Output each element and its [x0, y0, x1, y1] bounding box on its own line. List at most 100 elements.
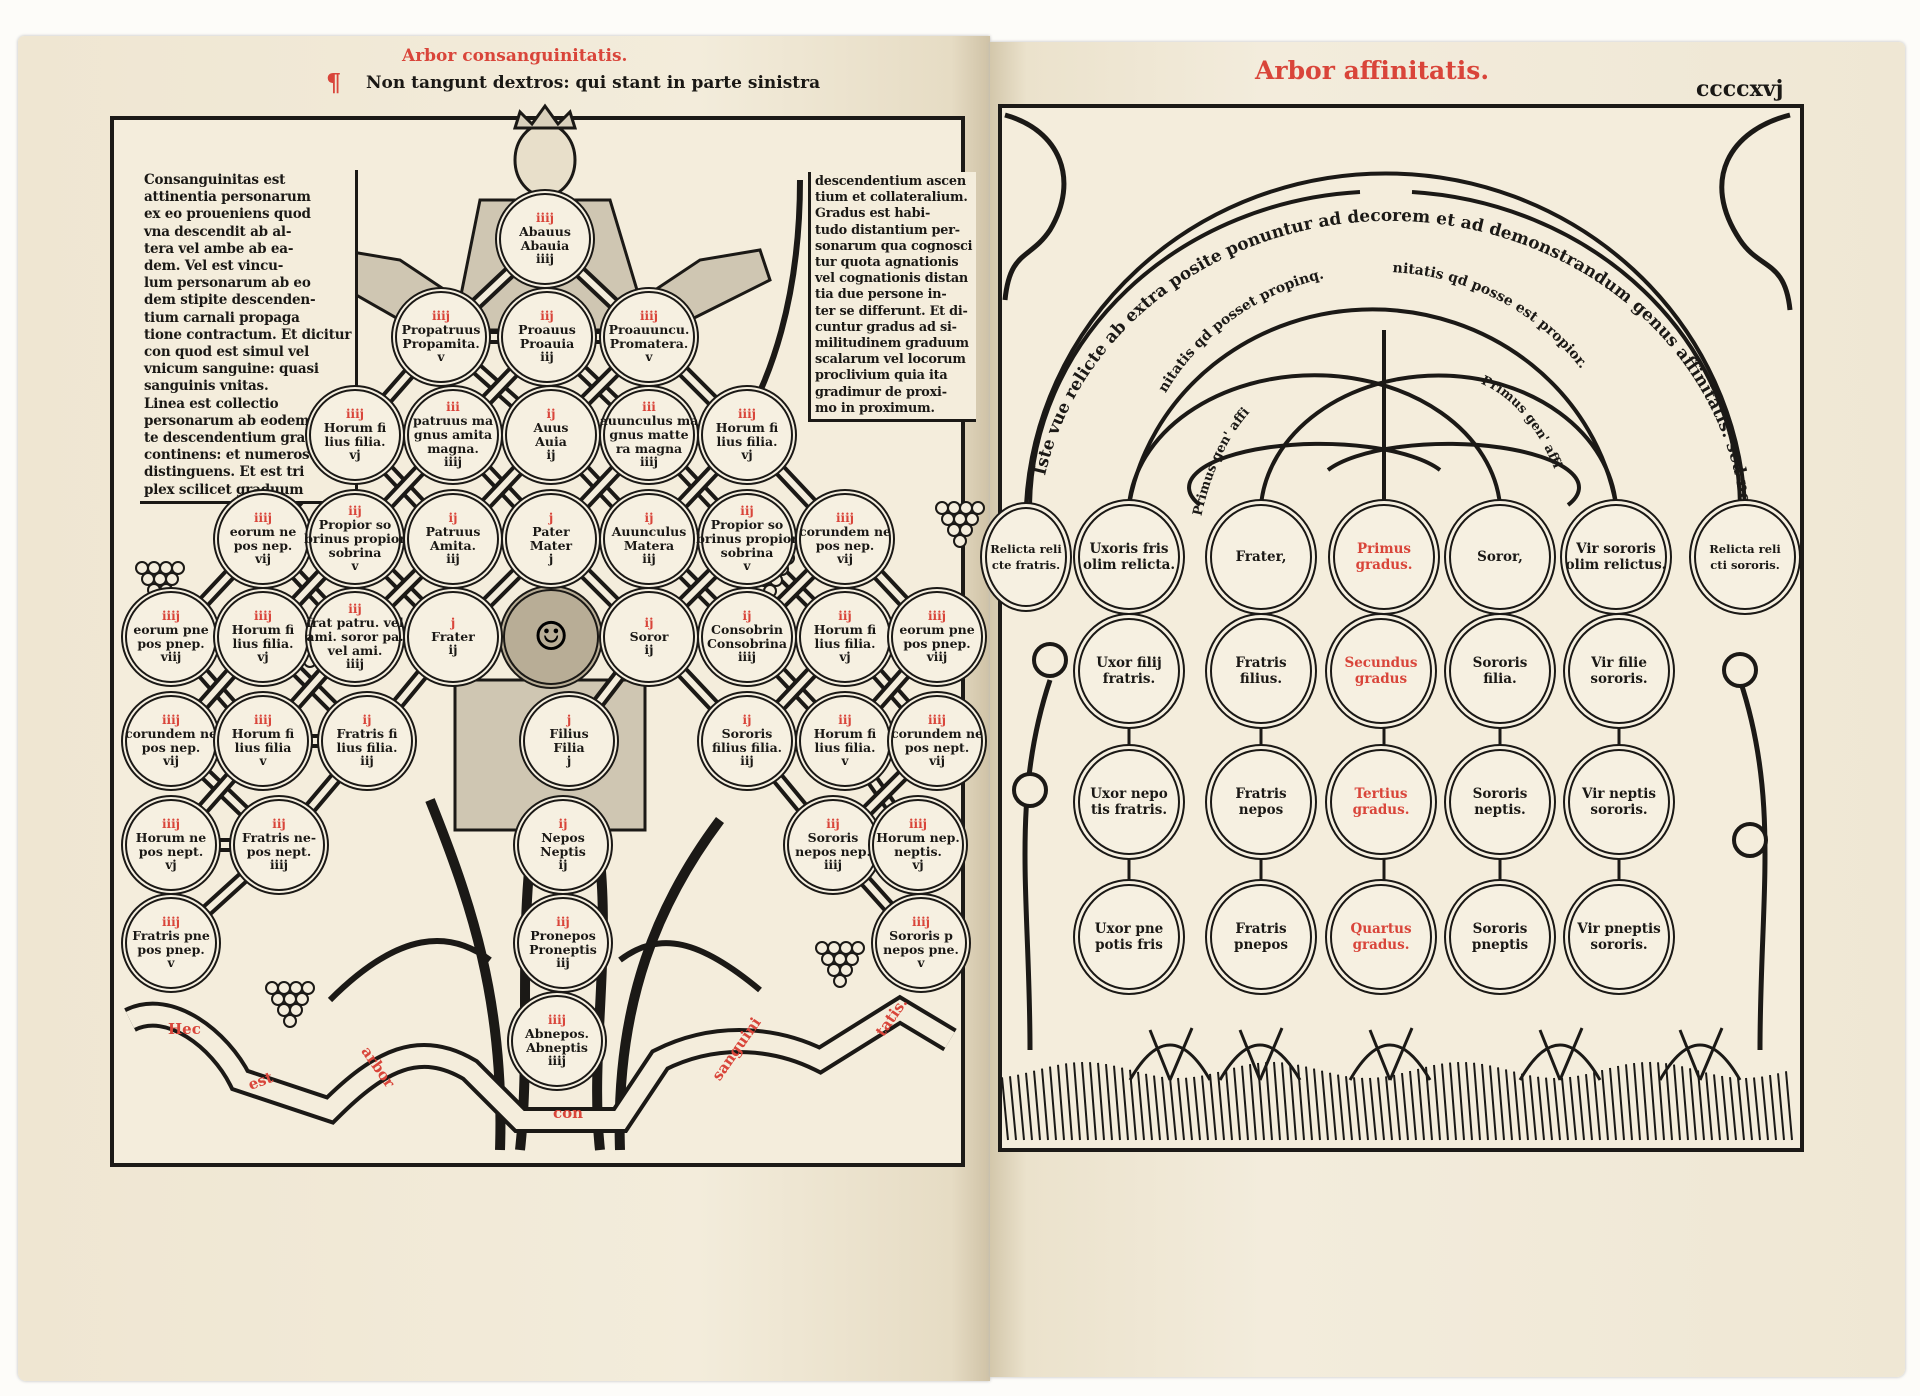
ground-hatching — [1289, 1063, 1297, 1141]
generation-numeral: ij — [742, 713, 752, 727]
ground-hatching — [1665, 1063, 1673, 1141]
face-icon: ☺ — [533, 614, 569, 660]
ground-hatching — [1217, 1071, 1225, 1141]
degree-numeral: iiij — [345, 657, 365, 671]
grape-icon — [953, 534, 967, 548]
ground-hatching — [1561, 1077, 1569, 1141]
affinity-circle: Relicta reli cti sororis. — [1689, 499, 1801, 615]
ground-hatching — [1273, 1061, 1281, 1141]
ground-hatching — [1009, 1076, 1017, 1141]
kin-label: Sororis filius filia. — [711, 726, 783, 755]
generation-numeral: iiij — [927, 713, 947, 727]
degree-numeral: vij — [929, 754, 945, 768]
kin-label: Pronepos Proneptis — [529, 928, 597, 957]
affinity-label: Relicta reli cti sororis. — [1709, 542, 1781, 572]
ground-hatching — [1785, 1071, 1793, 1141]
arc-inner-right-text: Primus gen' affi — [1479, 373, 1565, 470]
degree-numeral: viij — [926, 650, 948, 664]
affinity-circle: Fratris nepos — [1205, 744, 1317, 860]
generation-numeral: iiij — [161, 915, 181, 929]
ground-hatching — [1201, 1075, 1209, 1141]
affinity-circle: Uxor pne potis fris — [1073, 879, 1185, 995]
ground-hatching — [1705, 1072, 1713, 1141]
affinity-arc — [1028, 190, 1742, 506]
ground-hatching — [1497, 1067, 1505, 1141]
grape-icon — [301, 981, 315, 995]
grape-icon — [851, 941, 865, 955]
ground-hatching — [1025, 1072, 1033, 1141]
affinity-arc — [1326, 441, 1581, 507]
ground-hatching — [1545, 1077, 1553, 1141]
degree-numeral: vj — [741, 448, 753, 462]
ground-hatching — [1697, 1070, 1705, 1141]
generation-numeral: iiij — [547, 1013, 567, 1027]
kin-label: Horum fi lius filia. — [323, 420, 387, 449]
ground-hatching — [1577, 1075, 1585, 1141]
degree-numeral: vj — [165, 858, 177, 872]
generation-numeral: iij — [838, 713, 852, 727]
kin-label: Patruus Amita. — [425, 524, 481, 553]
kin-label: Abauus Abauia — [519, 224, 571, 253]
generation-numeral: iij — [348, 504, 362, 518]
grass-tuft — [1348, 1027, 1432, 1081]
grape-icon — [971, 501, 985, 515]
ground-hatching — [1641, 1062, 1649, 1141]
ground-hatching — [1113, 1065, 1121, 1141]
kin-label: Sororis p nepos pne. — [883, 928, 959, 957]
ground-hatching — [1177, 1077, 1185, 1141]
ground-hatching — [1385, 1076, 1393, 1141]
kin-label: Filius Filia — [549, 726, 589, 755]
degree-numeral: vij — [255, 552, 271, 566]
ground-hatching — [1321, 1070, 1329, 1141]
affinity-label: Fratris filius. — [1235, 655, 1287, 687]
ground-hatching — [1001, 1077, 1009, 1141]
degree-numeral: iiij — [535, 252, 555, 266]
kin-label: corundem ne pos nep. — [124, 726, 218, 755]
degree-numeral: iiij — [547, 1054, 567, 1068]
ground-hatching — [1313, 1068, 1321, 1141]
kin-label: Propior so brinus propior sobrina — [304, 517, 406, 560]
generation-numeral: j — [450, 616, 456, 630]
kin-label: Proauus Proauia — [518, 322, 576, 351]
degree-numeral: ij — [546, 448, 556, 462]
ground-hatching — [1537, 1076, 1545, 1141]
ground-hatching — [1729, 1077, 1737, 1141]
ground-hatching — [1721, 1075, 1729, 1141]
grape-icon — [959, 523, 973, 537]
degree-numeral: iiij — [737, 650, 757, 664]
degree-numeral: iiij — [443, 455, 463, 469]
arc-outer-text: Iste vue relicte ab extra posite ponuntu… — [0, 0, 1755, 505]
kin-label: eorum pne pos pnep. — [899, 622, 975, 651]
ground-hatching — [1081, 1061, 1089, 1141]
ground-hatching — [1377, 1077, 1385, 1141]
affinity-label: Vir filie sororis. — [1590, 655, 1648, 687]
grass-tuft — [1218, 1027, 1302, 1081]
generation-numeral: iij — [740, 504, 754, 518]
kin-label: Fratris ne- pos nept. — [241, 830, 317, 859]
affinity-label: Frater, — [1235, 549, 1287, 565]
ground-hatching — [1465, 1062, 1473, 1141]
ground-hatching — [1017, 1074, 1025, 1141]
ground-hatching — [1089, 1062, 1097, 1141]
affinity-circle: Fratris filius. — [1205, 613, 1317, 729]
affinity-circle: Uxor filij fratris. — [1073, 613, 1185, 729]
ground-hatching — [1409, 1070, 1417, 1141]
grape-icon — [839, 963, 853, 977]
generation-numeral: ij — [448, 511, 458, 525]
degree-numeral: j — [566, 754, 572, 768]
degree-numeral: ij — [558, 858, 568, 872]
generation-numeral: ij — [558, 817, 568, 831]
flower-stem — [1022, 679, 1768, 1051]
ground-hatching — [1193, 1076, 1201, 1141]
ground-hatching — [1745, 1077, 1753, 1141]
